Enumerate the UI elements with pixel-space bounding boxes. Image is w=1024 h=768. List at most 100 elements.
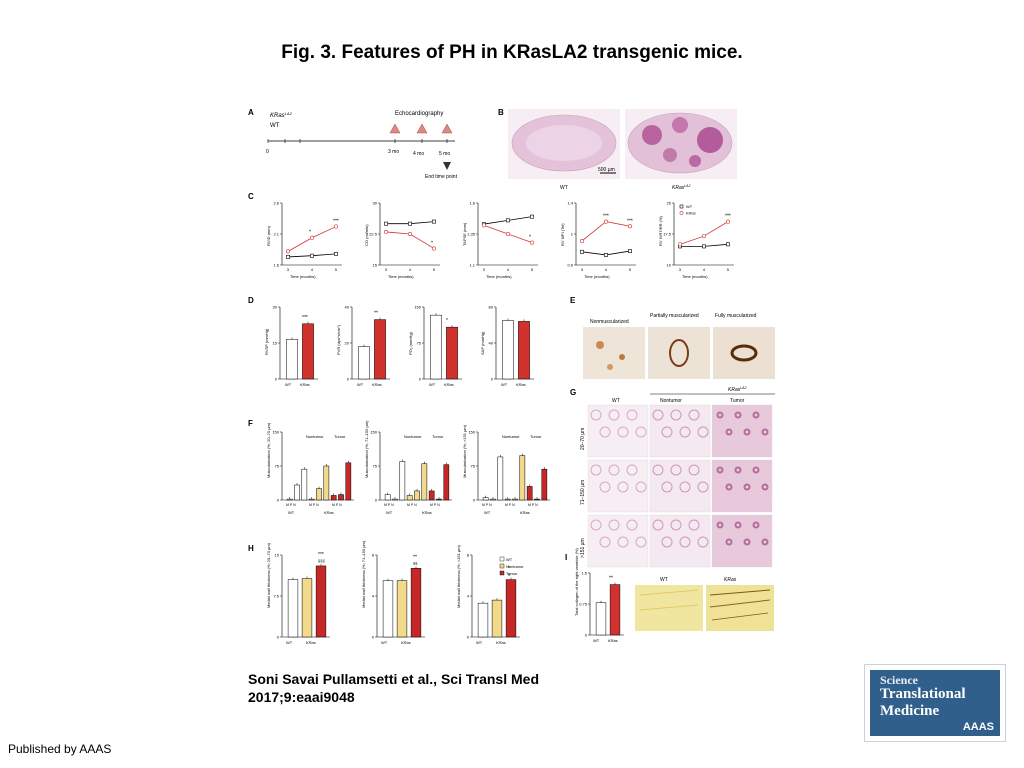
panel-h-0-ytick-label: 7.5 [273, 594, 279, 599]
panel-d-3-ylabel: SAP (mmHg) [480, 331, 485, 355]
alveolus [734, 411, 742, 419]
bar-kras [374, 319, 386, 380]
panel-e-image-partial [648, 327, 710, 379]
panel-c-xtick-label: 3 [483, 267, 486, 272]
panel-f-xlabel-wt: WT [386, 510, 393, 515]
panel-c-xtick-label: 5 [727, 267, 730, 272]
panel-d-xlabel-kras: KRas [516, 382, 526, 387]
panel-f-group-nontumor: Nontumor [306, 434, 324, 439]
significance-marker: ** [609, 576, 613, 582]
panel-c-0-ytick-label: 2.1 [273, 232, 279, 237]
alveolus [652, 519, 664, 531]
scale-label: 500 µm [598, 167, 615, 173]
echo-marker-5mo [441, 123, 453, 134]
panel-f-0-ytick-label: 75 [275, 464, 280, 469]
panel-d-xlabel-kras: KRas [444, 382, 454, 387]
bar-nontumor [396, 580, 408, 638]
bar-kras [518, 321, 530, 380]
panel-f-1-ytick-label: 75 [373, 464, 378, 469]
panel-d-1-ylabel: PVR (dyn*s/cm⁵) [336, 324, 341, 355]
panel-f-mpn-wt: M P N [286, 503, 296, 507]
panel-e-label-full: Fully muscularized [715, 313, 757, 319]
panel-c-xtick-label: 3 [385, 267, 388, 272]
alveolus [688, 519, 700, 531]
panel-c-3-ytick-label: 0.6 [567, 263, 573, 268]
panel-f-xlabel-kras: KRas [520, 510, 530, 515]
panel-f-2-ylabel: Muscularization (%; >151 µm) [462, 424, 467, 478]
alveolus [734, 466, 742, 474]
panel-b-wt-label: WT [560, 185, 568, 191]
panel-h-xlabel-kras: KRas [401, 640, 411, 645]
panel-d-0-ytick-label: 30 [273, 305, 278, 310]
tick-5mo: 5 mo [439, 151, 450, 157]
panel-f-0-ylabel: Muscularization (%; 20–70 µm) [266, 422, 271, 478]
panel-g-images [587, 404, 773, 568]
bar-kras [446, 326, 458, 380]
bar-tumor-p [338, 494, 344, 501]
alveolus [652, 464, 664, 476]
panel-g-header: KRasLA2 [728, 386, 747, 393]
figure-panels: A KRasLA2 WT Echocardiography 0 3 mo 4 m… [240, 95, 780, 665]
echo-marker-3mo [389, 123, 401, 134]
data-point-kras [432, 246, 437, 251]
bar-nontumor-n [323, 465, 330, 501]
panel-c-1-ytick-label: 30 [373, 201, 378, 206]
bar-wt-n [399, 461, 406, 501]
alveolus [599, 536, 611, 548]
panel-i-xlabel-kras: KRas [608, 638, 618, 643]
panel-f-mpn-nontumor: M P N [505, 503, 515, 507]
panel-d-3-ytick-label: 80 [489, 305, 494, 310]
alveolus [752, 466, 760, 474]
panel-c-2-ylabel: TAPSE (mm) [462, 222, 467, 246]
panel-g-col-nontumor: Nontumor [660, 398, 682, 404]
panel-d-1-ytick-label: 20 [345, 341, 350, 346]
logo-line-3: Medicine [880, 703, 940, 719]
panel-f-mpn-tumor: M P N [528, 503, 538, 507]
panel-f-group-tumor: Tumor [432, 434, 444, 439]
panel-g-row-2: 71–150 µm [580, 480, 586, 505]
significance-marker-section: §§ [413, 560, 417, 565]
tick-3mo: 3 mo [388, 149, 399, 155]
panel-f-group-tumor: Tumor [334, 434, 346, 439]
panel-d-2-ytick-label: 0 [419, 377, 422, 382]
bar-wt-m [384, 494, 391, 501]
bar-tumor [410, 568, 422, 638]
bar-tumor-m [330, 495, 337, 501]
data-point-kras [334, 224, 339, 229]
alveolus [679, 481, 691, 493]
panel-i-img-kras-label: KRas [724, 577, 737, 583]
alveolus [590, 464, 602, 476]
alveolus [725, 538, 733, 546]
significance-marker: *** [725, 214, 731, 220]
panel-f-mpn-nontumor: M P N [407, 503, 417, 507]
panel-i-ytick-label: 0.75 [579, 602, 588, 607]
panel-label-d: D [248, 296, 254, 305]
significance-marker-section: § [508, 572, 510, 577]
panel-h-xlabel-wt: WT [286, 640, 293, 645]
logo-line-2: Translational [880, 686, 966, 702]
panel-g-row-1: 20–70 µm [580, 428, 586, 450]
alveolus [670, 409, 682, 421]
bar-tumor [505, 579, 517, 638]
logo-line-1: Science [880, 673, 918, 687]
bar-wt [595, 602, 607, 636]
alveolus [661, 536, 673, 548]
significance-marker: * [446, 318, 448, 324]
panel-f: Muscularization (%; 20–70 µm)075150Nontu… [266, 420, 550, 515]
alveolus [635, 481, 647, 493]
bar-tumor-n [345, 462, 352, 501]
panel-f-xlabel-wt: WT [288, 510, 295, 515]
panel-d-xlabel-kras: KRas [300, 382, 310, 387]
alveolus [635, 536, 647, 548]
alveolus [617, 536, 629, 548]
data-point-kras [627, 224, 632, 229]
panel-c-xlabel: Time (months) [388, 274, 414, 279]
panel-d-2-ytick-label: 150 [414, 305, 421, 310]
data-point-wt [726, 242, 730, 247]
panel-c-xtick-label: 4 [605, 267, 608, 272]
panel-d-1-ytick-label: 40 [345, 305, 350, 310]
panel-g-col-wt: WT [612, 398, 620, 404]
panel-i-img-wt-label: WT [660, 577, 668, 583]
bar-kras [302, 323, 314, 380]
bar-nontumor-m [308, 498, 315, 501]
